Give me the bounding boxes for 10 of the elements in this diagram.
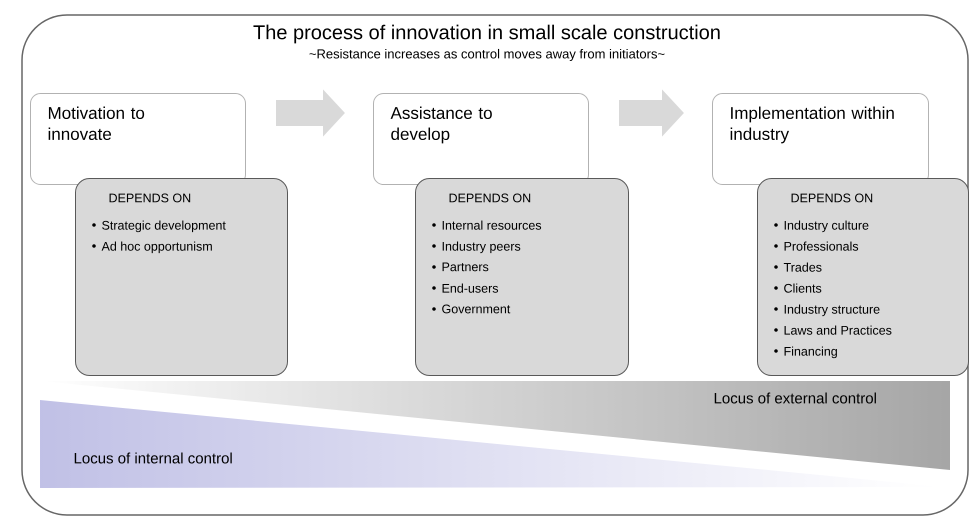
control-label: Locus of external control bbox=[714, 392, 876, 404]
control-label: Locus of internal control bbox=[74, 452, 232, 464]
stage-box: Implementation within industry bbox=[712, 93, 929, 185]
dependency-box: DEPENDS ON Strategic development Ad hoc opportunism bbox=[75, 178, 288, 376]
dependency-box: DEPENDS ON Industry culture Professionals Trades Clients Industry structure Laws and Practices Financing bbox=[757, 178, 969, 376]
stage-box: Motivation to innovate bbox=[30, 93, 246, 185]
subtitle: ~Resistance increases as control moves away from initiators~ bbox=[309, 48, 664, 62]
stage-box: Assistance to develop bbox=[373, 93, 589, 185]
title: The process of innovation in small scale construction bbox=[253, 24, 720, 44]
dependency-box: DEPENDS ON Internal resources Industry peers Partners End-users Government bbox=[415, 178, 629, 376]
